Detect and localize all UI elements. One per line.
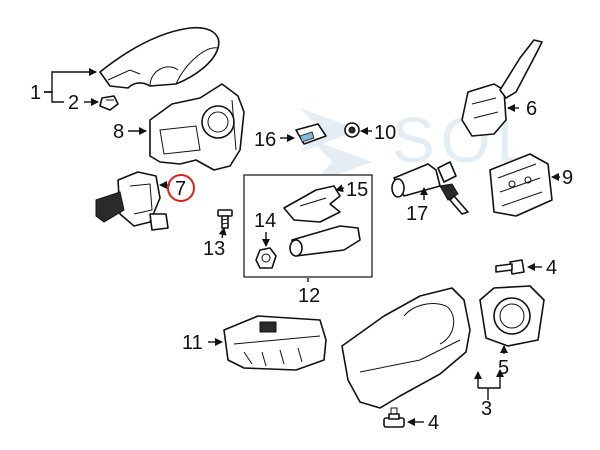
wiper-switch [461, 39, 543, 137]
callout-5: 5 [498, 357, 509, 379]
ignition-lock [391, 161, 457, 198]
lock-cylinder [289, 225, 361, 257]
ignition-key [439, 183, 469, 215]
switch-module [489, 153, 553, 217]
callout-9: 9 [562, 167, 573, 189]
callout-14: 14 [254, 210, 276, 232]
callout-4-bottom: 4 [428, 412, 439, 434]
retainer-part-14 [255, 247, 277, 269]
callout-3: 3 [481, 398, 492, 420]
switch-housing [149, 83, 245, 171]
upper-column-cover [99, 26, 220, 89]
nut-part-10 [344, 122, 360, 138]
callout-1: 1 [30, 82, 41, 104]
callout-12: 12 [298, 285, 320, 307]
callout-15: 15 [346, 179, 368, 201]
connector-part-16 [295, 123, 327, 145]
callout-17: 17 [406, 203, 428, 225]
callout-10: 10 [374, 122, 396, 144]
callout-11: 11 [182, 332, 203, 354]
callout-8: 8 [113, 121, 124, 143]
column-shroud-ring [479, 285, 545, 347]
control-module [223, 315, 327, 371]
callout-2: 2 [68, 92, 79, 114]
callout-labels: 1 2 8 7 13 16 10 15 14 12 6 9 17 4 5 3 1… [30, 82, 573, 434]
bracket-part-15 [283, 185, 341, 223]
callout-7: 7 [175, 178, 186, 200]
callout-6: 6 [526, 98, 537, 120]
bolt-part-4-bottom [383, 407, 405, 428]
turn-signal-switch [95, 171, 169, 231]
clip-part [99, 95, 119, 111]
callout-4-top: 4 [546, 257, 557, 279]
watermark-logo-icon [300, 108, 372, 184]
leader-lines [44, 68, 560, 426]
callout-16: 16 [254, 129, 276, 151]
callout-13: 13 [203, 238, 225, 260]
lower-column-cover [341, 287, 471, 409]
lock-cylinder-kit-box [243, 174, 373, 278]
bolt-part-13 [217, 209, 233, 229]
highlight-circle [167, 174, 195, 202]
bolt-part-4-top [495, 259, 525, 275]
